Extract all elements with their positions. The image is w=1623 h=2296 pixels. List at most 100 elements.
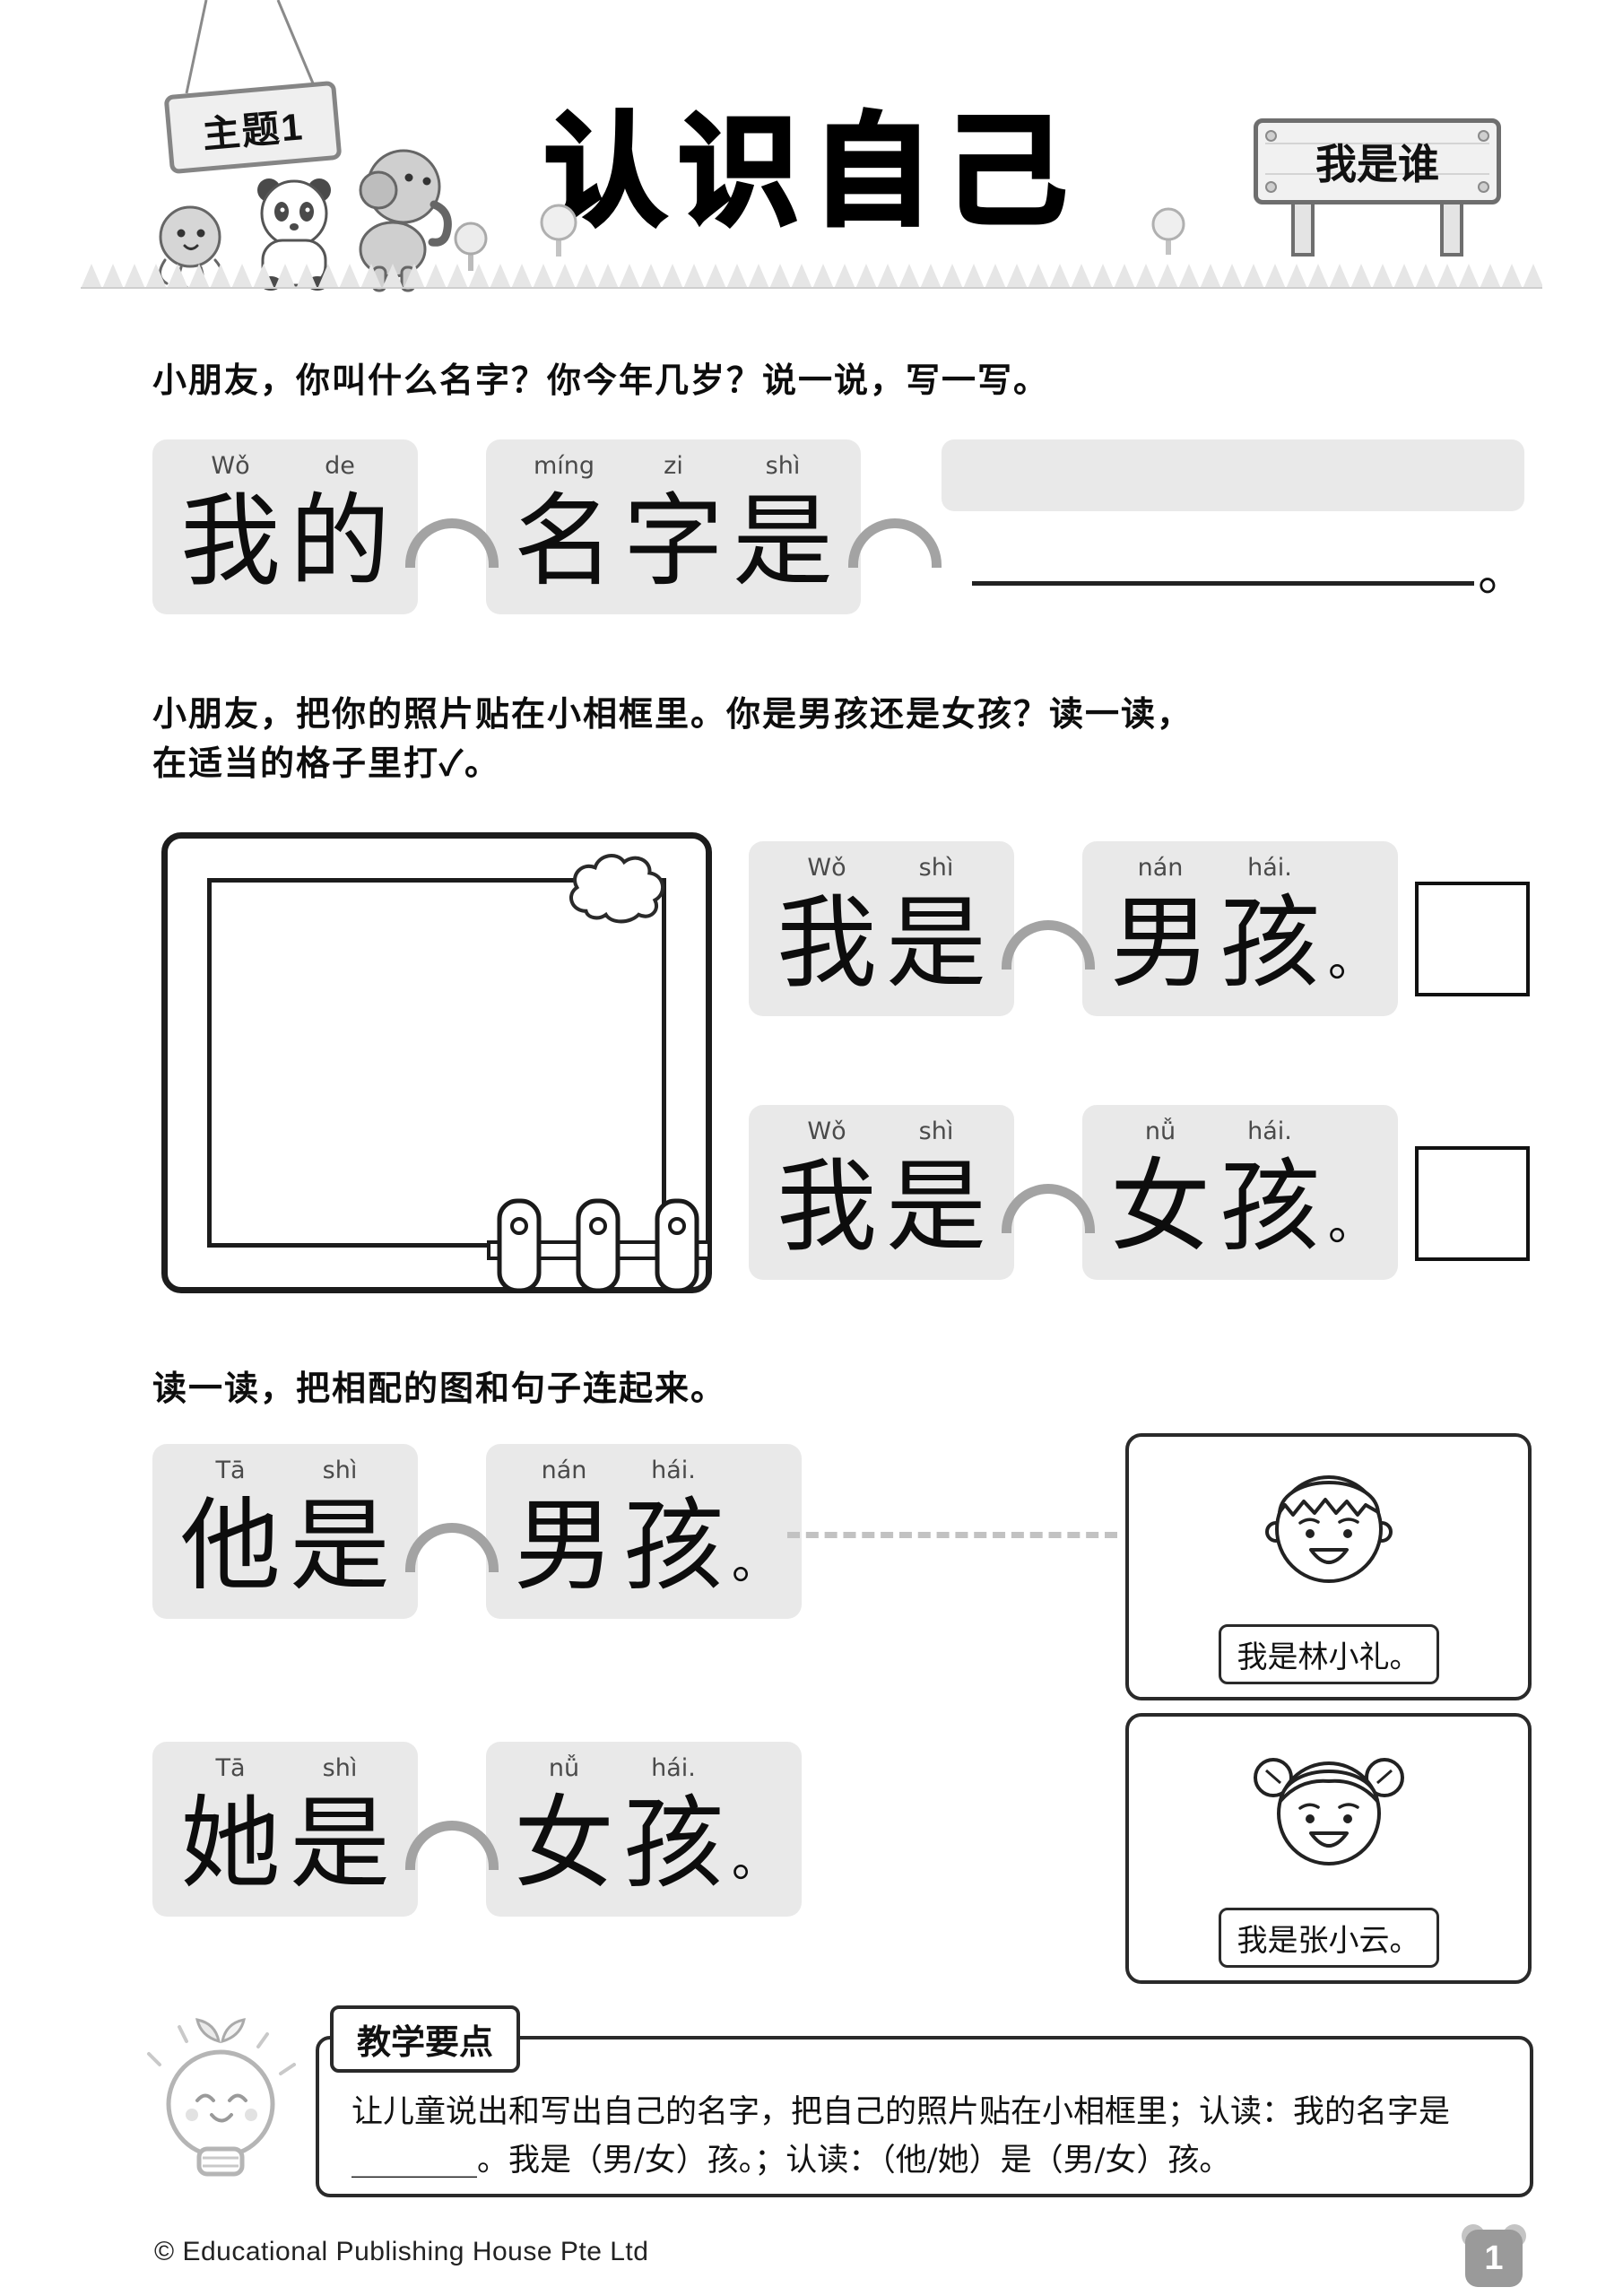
char-cell: de 的 [285,452,395,600]
char-cell: nǚ 女 [509,1754,619,1902]
pinyin-label: zi [664,452,683,480]
page-number-badge: 1 [1465,2230,1523,2287]
name-writing-line[interactable] [972,581,1474,586]
char-cell: Tā 她 [176,1754,285,1902]
photo-instruction-line1: 小朋友，把你的照片贴在小相框里。你是男孩还是女孩？读一读， [152,696,1193,734]
boy-face-icon [1264,1475,1393,1583]
char-cell: shì 是 [285,1457,395,1605]
who-am-i-sign-label: 我是谁 [1315,141,1439,187]
boy-picture-box[interactable]: 我是林小礼。 [1125,1433,1532,1700]
char-cell: Tā 他 [176,1457,285,1605]
phrase-block-nan-hai: nán 男 hái. 孩 。 [486,1444,803,1619]
hanzi-char: 字 [623,483,724,600]
char-cell: shì 是 [728,452,838,600]
match-sentence-she[interactable]: Tā 她 shì 是 nǚ 女 hái. 孩 。 [152,1742,803,1917]
fence-icon [487,1198,711,1293]
who-am-i-sign-board: 我是谁 [1254,118,1501,204]
pinyin-label: Wǒ [211,452,250,480]
pinyin-label: Tā [215,1754,246,1782]
sign-strings [185,0,317,94]
hanzi-char: 孩 [1219,1149,1320,1265]
pinyin-label: nán [1137,854,1184,882]
liaison-arc [848,518,942,568]
phrase-block-ta-shi: Tā 他 shì 是 [152,1444,418,1619]
teaching-notes-line1: 让儿童说出和写出自己的名字，把自己的照片贴在小相框里；认读：我的名字是 [352,2094,1451,2130]
pinyin-label: hái. [651,1457,696,1484]
pinyin-label: shì [918,1118,954,1145]
char-cell: shì 是 [881,1118,991,1265]
answer-pinyin-strip [942,439,1524,511]
hanzi-char: 是 [733,483,833,600]
char-cell: nán 男 [1106,854,1215,1002]
boy-checkbox[interactable] [1415,882,1530,996]
char-cell: shì 是 [285,1754,395,1902]
hanzi-char: 男 [1110,885,1211,1002]
hanzi-char: 她 [180,1786,281,1902]
hanzi-char: 是 [290,1786,390,1902]
hanzi-char: 是 [886,885,986,1002]
phrase-block-wo-shi: Wǒ 我 shì 是 [749,841,1014,1016]
sentence-period: 。 [1328,1196,1376,1251]
sentence-period: 。 [1478,544,1528,603]
phrase-block-nv-hai: nǚ 女 hái. 孩 。 [486,1742,803,1917]
photo-frame[interactable] [161,832,712,1293]
girl-picture-box[interactable]: 我是张小云。 [1125,1713,1532,1984]
char-cell: Wǒ 我 [176,452,285,600]
photo-instruction: 小朋友，把你的照片贴在小相框里。你是男孩还是女孩？读一读， 在适当的格子里打✓。 [152,691,1551,789]
hanzi-char: 孩 [623,1786,724,1902]
example-match-line [787,1532,1117,1538]
pinyin-label: shì [322,1754,358,1782]
lightbulb-mascot-icon [147,2018,296,2177]
char-cell: Wǒ 我 [772,1118,881,1265]
liaison-arc [405,518,499,568]
copyright-text: © Educational Publishing House Pte Ltd [154,2237,649,2266]
girl-caption: 我是张小云。 [1218,1908,1439,1968]
hanzi-char: 是 [886,1149,986,1265]
sign-leg [1440,196,1463,257]
name-instruction: 小朋友，你叫什么名字？你今年几岁？说一说，写一写。 [152,362,1050,400]
hanzi-char: 他 [180,1488,281,1605]
hanzi-char: 我 [180,483,281,600]
hanzi-char: 男 [514,1488,614,1605]
match-instruction: 读一读，把相配的图和句子连起来。 [152,1370,727,1408]
sentence-period: 。 [732,1833,779,1888]
tree-icon [540,204,577,257]
teaching-notes-box: 让儿童说出和写出自己的名字，把自己的照片贴在小相框里；认读：我的名字是 ____… [316,2036,1533,2197]
hanzi-char: 孩 [1219,885,1320,1002]
char-cell: zi 字 [619,452,728,600]
pinyin-label: de [325,452,355,480]
phrase-block-wo-de: Wǒ 我 de 的 [152,439,418,614]
match-sentence-he[interactable]: Tā 他 shì 是 nán 男 hái. 孩 。 [152,1444,803,1619]
sign-leg [1291,196,1315,257]
char-cell: nán 男 [509,1457,619,1605]
char-cell: nǚ 女 [1106,1118,1215,1265]
pinyin-label: míng [533,452,595,480]
girl-checkbox[interactable] [1415,1146,1530,1261]
photo-instruction-line2: 在适当的格子里打✓。 [152,745,500,784]
boy-sentence-row: Wǒ 我 shì 是 nán 男 hái. 孩 。 [749,841,1399,1016]
liaison-arc [1002,920,1095,970]
nail-icon [1265,130,1277,142]
phrase-block-ta-shi: Tā 她 shì 是 [152,1742,418,1917]
hanzi-char: 我 [777,885,877,1002]
hanzi-char: 孩 [623,1488,724,1605]
pinyin-label: hái. [651,1754,696,1782]
phrase-block-nan-hai: nán 男 hái. 孩 。 [1082,841,1399,1016]
char-cell: hái. 孩 [619,1754,728,1902]
sentence-period: 。 [732,1535,779,1590]
char-cell: shì 是 [881,854,991,1002]
hanzi-char: 是 [290,1488,390,1605]
boy-caption: 我是林小礼。 [1218,1624,1439,1684]
tree-icon [1151,207,1185,255]
girl-sentence-row: Wǒ 我 shì 是 nǚ 女 hái. 孩 。 [749,1105,1399,1280]
teaching-notes-tab-label: 教学要点 [357,2024,494,2062]
pinyin-label: Tā [215,1457,246,1484]
grass-border [81,258,1542,289]
hanzi-char: 女 [1110,1149,1211,1265]
pinyin-label: hái. [1247,1118,1292,1145]
pinyin-label: nǚ [548,1754,580,1782]
hanzi-char: 名 [514,483,614,600]
pinyin-label: shì [918,854,954,882]
hanzi-char: 女 [514,1786,614,1902]
cloud-icon [568,854,665,924]
